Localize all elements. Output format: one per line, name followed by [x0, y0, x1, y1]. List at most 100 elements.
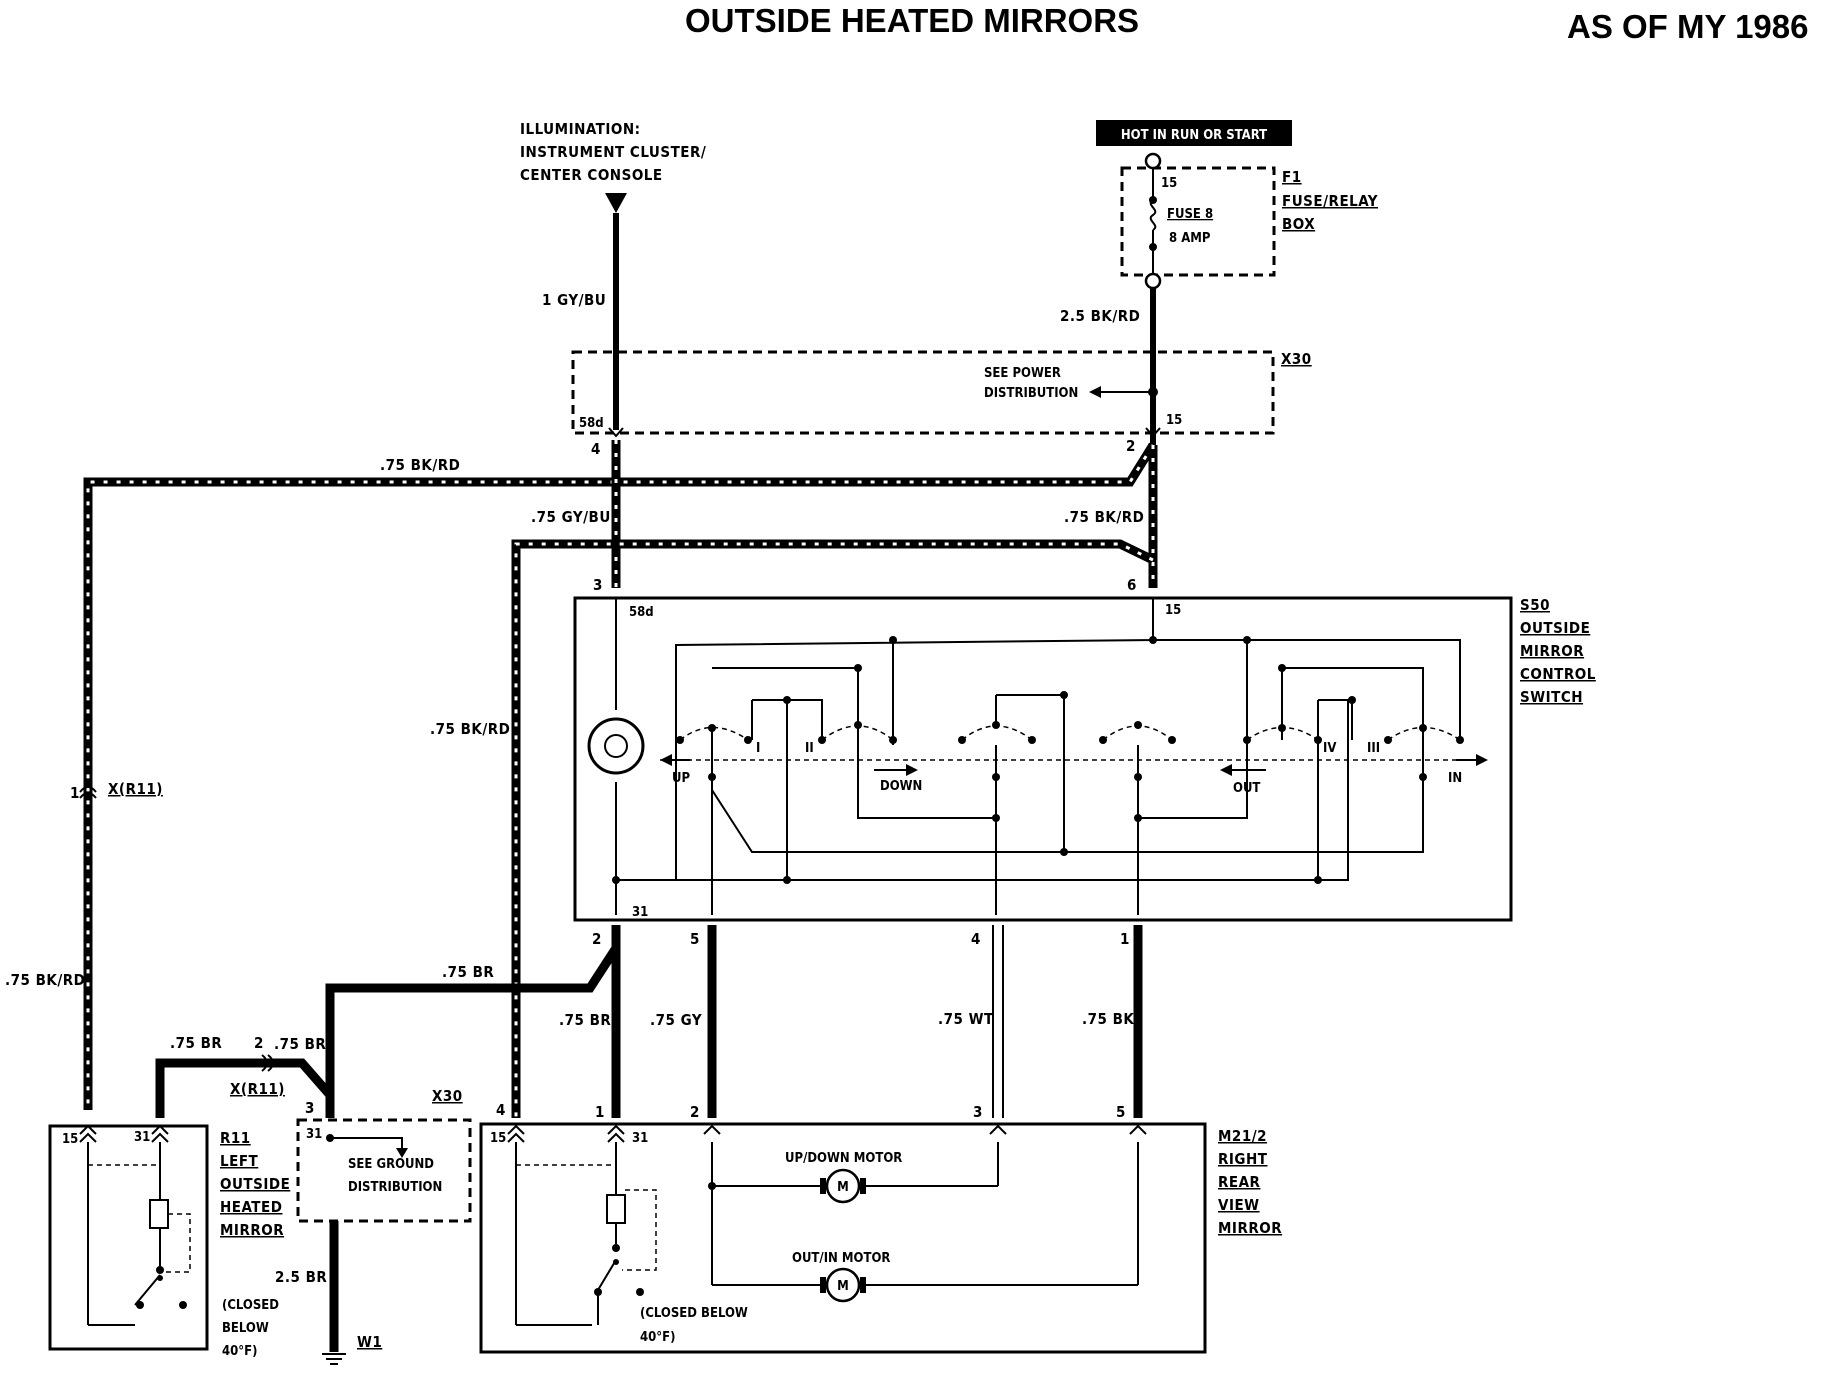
r11-note-2: BELOW: [222, 1321, 269, 1336]
switch-up-label: UP: [672, 771, 690, 786]
ground-icon: [322, 1353, 346, 1365]
fuse-icon: [1149, 199, 1157, 231]
out-in-motor-label: OUT/IN MOTOR: [792, 1251, 890, 1266]
r11-pin-31: 31: [134, 1130, 150, 1145]
pin-4-top: 4: [591, 440, 600, 458]
wire-label-2-5-bk-rd: 2.5 BK/RD: [1060, 307, 1140, 325]
diagram-title: OUTSIDE HEATED MIRRORS: [685, 2, 1139, 39]
left-heated-mirror-r11: 15 31 R11 LEFT OUTSIDE HEATED MIRROR (CL…: [48, 1124, 290, 1359]
switch-pos-2: II: [805, 741, 814, 756]
r11-id: R11: [220, 1129, 251, 1147]
wire-label-075-gy-bu: .75 GY/BU: [531, 508, 611, 526]
illumination-source: ILLUMINATION: INSTRUMENT CLUSTER/ CENTER…: [520, 120, 706, 213]
r11-note-3: 40°F): [222, 1344, 257, 1359]
pin-3-ground: 3: [305, 1099, 314, 1117]
pin-2-mirror: 2: [690, 1103, 699, 1121]
switch-s50: 58d 15 31 S50 OUTSIDE MIRROR CONTROL SWI…: [573, 596, 1596, 922]
arrow-down-icon: [396, 1148, 408, 1158]
heater-element-icon: [149, 1199, 169, 1229]
r11-pin-15: 15: [62, 1132, 78, 1147]
switch-label-2: MIRROR: [1520, 642, 1584, 660]
wire-075-br-ground: [325, 945, 620, 1118]
pin-4-switch-bottom: 4: [971, 930, 980, 948]
r11-note-1: (CLOSED: [222, 1298, 279, 1313]
fuse-rating: 8 AMP: [1169, 231, 1211, 246]
wire-075-br-left-mirror: [155, 1058, 280, 1118]
switch-in-label: IN: [1448, 771, 1462, 786]
wire-075-bk-rd-left-bus: [83, 442, 1157, 1110]
pin-2-switch-bottom: 2: [592, 930, 601, 948]
wire-075-wt: [992, 925, 1004, 1118]
pin-5-mirror: 5: [1116, 1103, 1125, 1121]
switch-pos-3: III: [1367, 741, 1380, 756]
x30-pin-58d: 58d: [579, 416, 604, 431]
m21-label-3: VIEW: [1218, 1196, 1260, 1214]
arrow-down-right-icon: [906, 764, 918, 776]
model-year-label: AS OF MY 1986: [1567, 8, 1809, 45]
fuse-pin-15: 15: [1161, 176, 1177, 191]
pin-3-switch: 3: [593, 576, 602, 594]
arrow-out-left-icon: [1220, 764, 1232, 776]
illumination-arrow-icon: [605, 193, 627, 213]
r11-label-1: LEFT: [220, 1152, 259, 1170]
connector-x-r11-b: X(R11): [230, 1080, 285, 1098]
wire-label-075-bk-rd-right: .75 BK/RD: [1064, 508, 1144, 526]
pin-5-switch-bottom: 5: [690, 930, 699, 948]
m21-note-2: 40°F): [640, 1330, 675, 1345]
ground-pin-31: 31: [306, 1127, 322, 1142]
m21-label-2: REAR: [1218, 1173, 1261, 1191]
wire-label-075-bk-rd-top: .75 BK/RD: [380, 456, 460, 474]
motor-symbol-2: M: [837, 1279, 849, 1294]
switch-pin-58d: 58d: [629, 605, 654, 620]
switch-out-label: OUT: [1233, 781, 1260, 796]
pin-3-mirror: 3: [973, 1103, 982, 1121]
switch-id: S50: [1520, 596, 1550, 614]
up-down-motor-icon: M: [820, 1168, 866, 1204]
switch-pos-4: IV: [1323, 741, 1336, 756]
m21-note-1: (CLOSED BELOW: [640, 1306, 748, 1321]
x30-pin-15: 15: [1166, 413, 1182, 428]
x30-bottom-id: X30: [432, 1087, 463, 1105]
wire-label-075-br-b: .75 BR: [559, 1011, 611, 1029]
pin-4-mirror: 4: [496, 1101, 505, 1119]
wire-label-075-br-d: .75 BR: [274, 1035, 326, 1053]
x30-power-note-1: SEE POWER: [984, 366, 1061, 381]
r11-label-4: MIRROR: [220, 1221, 284, 1239]
x30-top-id: X30: [1281, 350, 1312, 368]
x30-ground-note-2: DISTRIBUTION: [348, 1180, 442, 1195]
fuse-name: FUSE 8: [1167, 207, 1213, 222]
switch-label-1: OUTSIDE: [1520, 619, 1590, 637]
x30-power-note-2: DISTRIBUTION: [984, 386, 1078, 401]
fuse-box-label-2: BOX: [1282, 215, 1315, 233]
connector-x-r11-a: X(R11): [108, 780, 163, 798]
right-mirror-m21-2: 15 31 M UP/DOWN MOTOR: [479, 1122, 1282, 1354]
pin-6-switch: 6: [1127, 576, 1136, 594]
switch-pin-31: 31: [632, 905, 648, 920]
wire-label-075-bk-rd-mid: .75 BK/RD: [430, 720, 510, 738]
m21-pin-31: 31: [632, 1131, 648, 1146]
switch-label-3: CONTROL: [1520, 665, 1596, 683]
r11-label-3: HEATED: [220, 1198, 282, 1216]
m21-label-1: RIGHT: [1218, 1150, 1268, 1168]
wire-label-1-gy-bu: 1 GY/BU: [542, 291, 606, 309]
hot-in-run-label: HOT IN RUN OR START: [1121, 128, 1267, 143]
lamp-icon: [587, 717, 645, 775]
wire-label-075-bk: .75 BK: [1082, 1010, 1134, 1028]
arrow-in-right-icon: [1476, 754, 1488, 766]
out-in-motor-icon: M: [820, 1267, 866, 1303]
m21-label-4: MIRROR: [1218, 1219, 1282, 1237]
pin-1-mirror: 1: [595, 1103, 604, 1121]
illumination-label-3: CENTER CONSOLE: [520, 166, 663, 184]
ground-w1-label: W1: [357, 1333, 382, 1351]
wire-label-075-wt: .75 WT: [938, 1010, 994, 1028]
arrow-left-icon: [1089, 386, 1101, 398]
x30-power-connector: SEE POWER DISTRIBUTION 58d 15 X30: [571, 350, 1312, 438]
x30-ground-note-1: SEE GROUND: [348, 1157, 434, 1172]
pin-1-xr11: 1: [70, 784, 79, 802]
pin-2-xr11: 2: [254, 1034, 263, 1052]
arrow-up-left-icon: [660, 754, 672, 766]
illumination-label-2: INSTRUMENT CLUSTER/: [520, 143, 706, 161]
pin-2-top: 2: [1126, 437, 1135, 455]
wire-label-075-br-a: .75 BR: [442, 963, 494, 981]
